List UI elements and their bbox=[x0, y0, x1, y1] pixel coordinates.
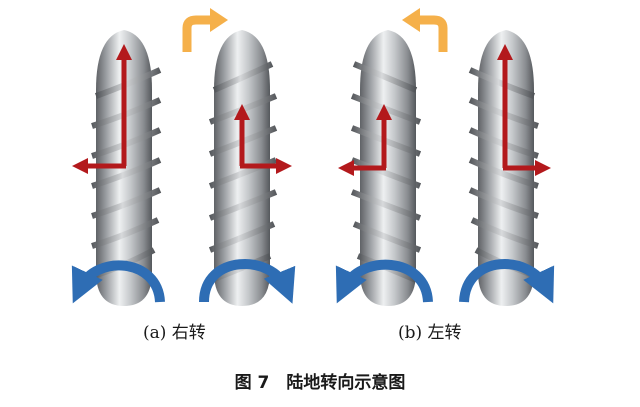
rotation-arrow-icon bbox=[199, 259, 296, 304]
thrust-arrows-a-left bbox=[71, 43, 133, 175]
thrust-arrows-b-right bbox=[496, 43, 552, 177]
rotation-arrow-icon bbox=[71, 260, 165, 304]
turn-left-arrow-icon bbox=[402, 8, 448, 52]
rotation-arrow-icon bbox=[335, 259, 433, 304]
thrust-arrows-b-left bbox=[337, 103, 393, 177]
thrust-arrows-a-right bbox=[233, 103, 293, 175]
rotation-arrow-icon bbox=[459, 259, 555, 304]
screw-b-left bbox=[350, 30, 422, 306]
turn-right-arrow-icon bbox=[182, 8, 228, 52]
caption-a: (a) 右转 bbox=[143, 323, 206, 343]
caption-b: (b) 左转 bbox=[398, 323, 462, 343]
figure-title: 图 7 陆地转向示意图 bbox=[234, 373, 406, 393]
